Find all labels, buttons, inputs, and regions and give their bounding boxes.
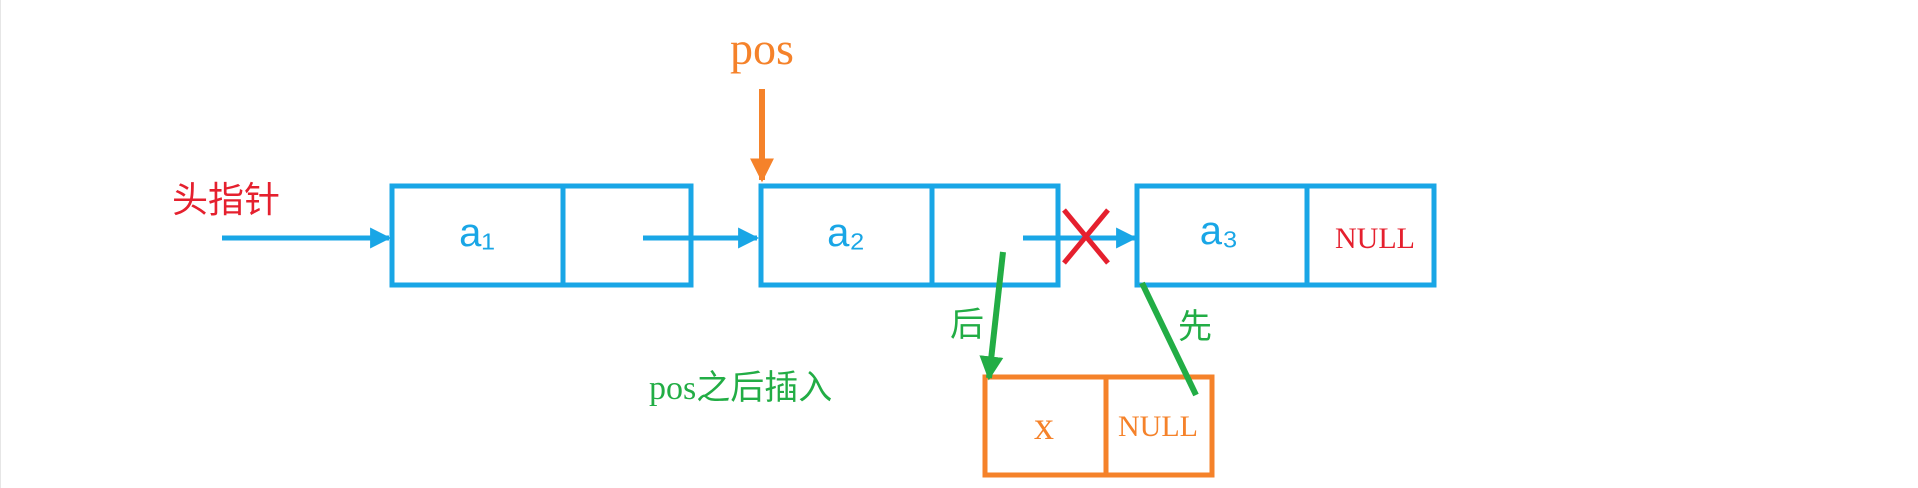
node-2-data: a₂ xyxy=(827,211,865,255)
page-left-border xyxy=(0,0,1,488)
new-node-frame xyxy=(982,374,1215,478)
list-node-3: a₃ NULL xyxy=(1134,183,1437,288)
step-first-label: 先 xyxy=(1178,308,1212,346)
node-3-next: NULL xyxy=(1335,222,1415,255)
pos-pointer-label: pos xyxy=(730,23,794,74)
head-pointer-label: 头指针 xyxy=(172,180,280,220)
step-first-line xyxy=(1139,281,1199,397)
node-1-data: a₁ xyxy=(459,211,495,255)
step-second-label: 后 xyxy=(950,307,984,344)
list-node-2: a₂ xyxy=(758,183,1061,288)
node-2-frame xyxy=(758,183,1061,288)
new-node-next: NULL xyxy=(1118,410,1198,443)
caption: pos之后插入 xyxy=(649,369,832,407)
cross-icon xyxy=(1062,208,1110,265)
step-second-arrow xyxy=(979,251,1006,381)
new-node-data: x xyxy=(1034,403,1054,448)
new-node: x NULL xyxy=(982,374,1215,478)
node-3-frame xyxy=(1134,183,1437,288)
node-3-data: a₃ xyxy=(1200,209,1239,253)
